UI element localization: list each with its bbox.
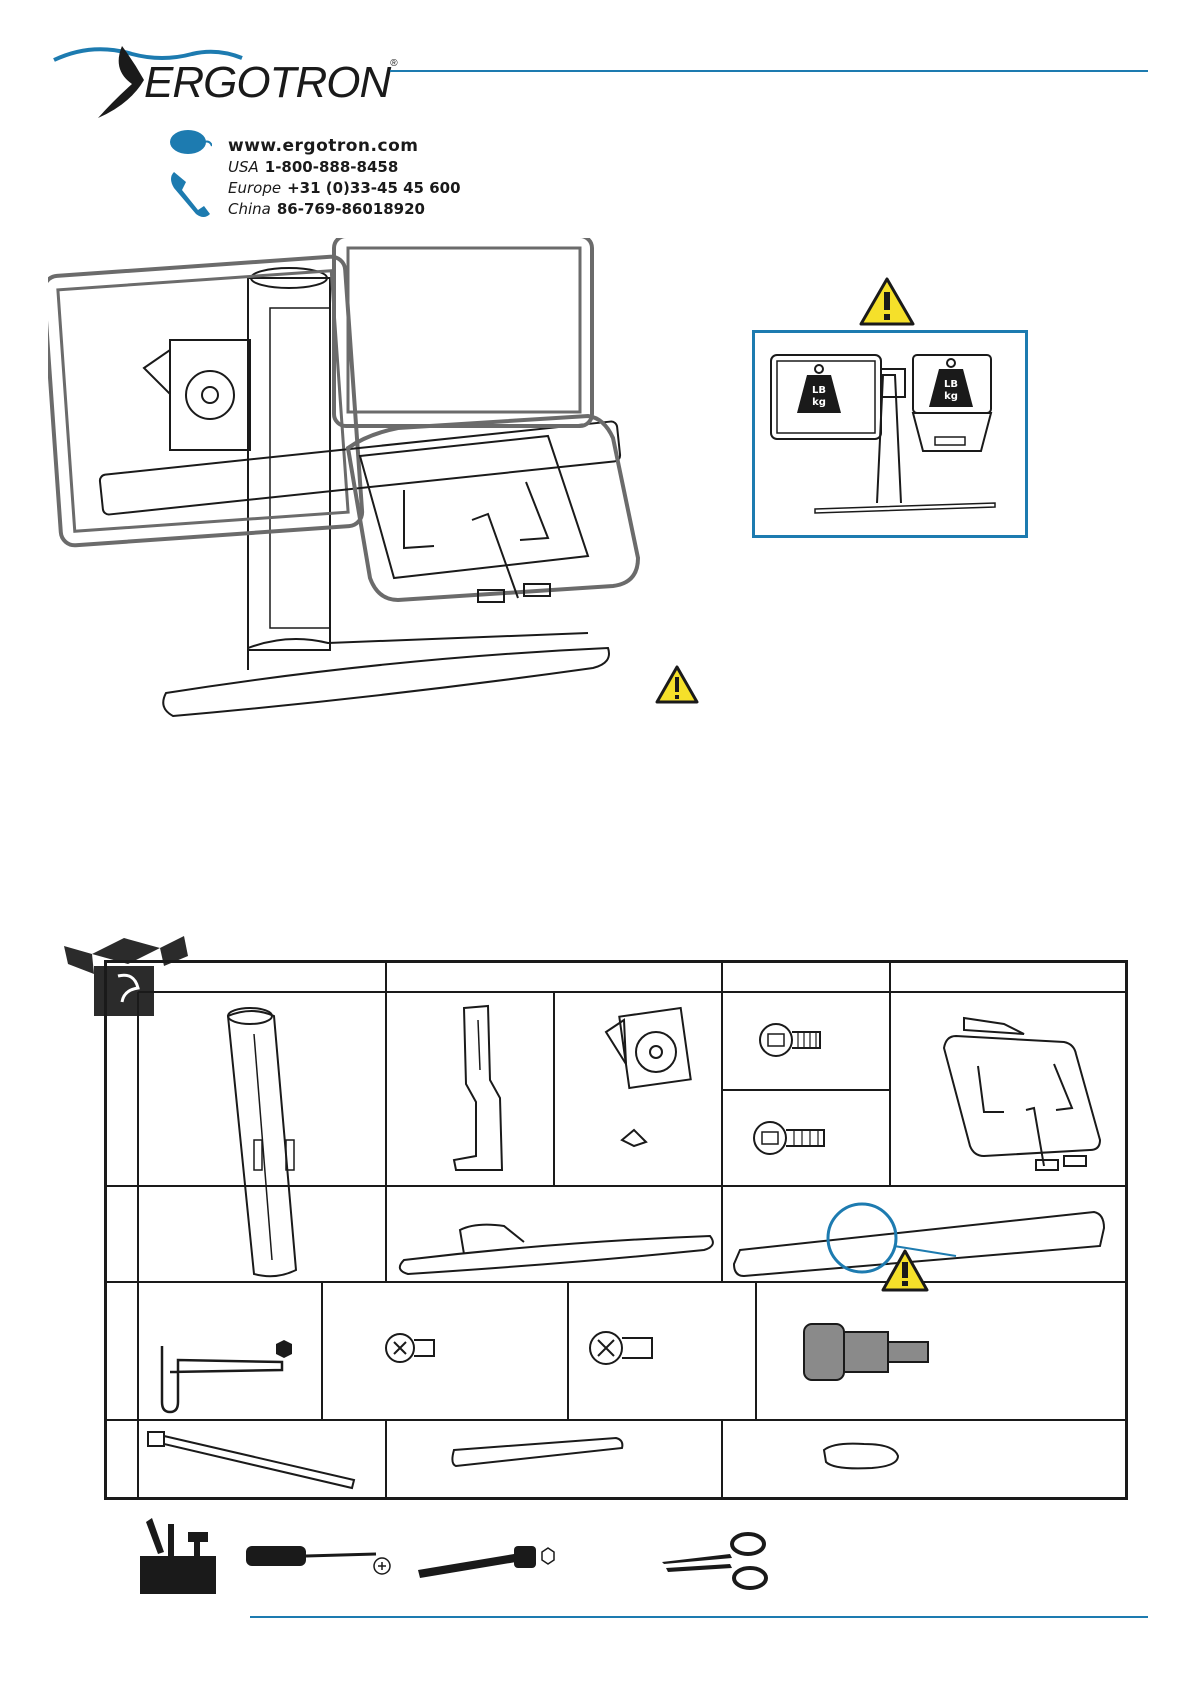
part-bracket: [454, 1006, 502, 1170]
toolbox-icon: [134, 1512, 224, 1596]
warning-icon: [858, 276, 916, 328]
phone-icon: [168, 168, 212, 224]
weight-icon: LB kg: [795, 363, 843, 415]
part-laptop-tray: [944, 1018, 1100, 1170]
weight-lb-label: LB: [795, 385, 843, 397]
phone-europe: Europe+31 (0)33-45 45 600: [228, 178, 461, 199]
part-screw: [590, 1332, 652, 1364]
part-screw: [754, 1122, 824, 1154]
parts-table: [104, 960, 1128, 1500]
part-screw: [760, 1024, 820, 1056]
mouse-icon: [168, 128, 212, 156]
part-knob: [804, 1324, 928, 1380]
part-base: [400, 1225, 713, 1274]
footer-rule: [250, 1616, 1148, 1618]
part-vesa-plate: [606, 1008, 691, 1146]
weight-lb-label: LB: [927, 379, 975, 391]
header-rule: [390, 70, 1148, 72]
scissors-icon: [660, 1530, 772, 1592]
part-pad: [824, 1444, 898, 1469]
brand-name: ERGOTRON: [144, 58, 390, 107]
weight-icon: LB kg: [927, 357, 975, 409]
website-link[interactable]: www.ergotron.com: [228, 136, 461, 157]
socket-wrench-icon: [414, 1540, 564, 1580]
product-illustration: [48, 238, 708, 728]
part-screw: [386, 1334, 434, 1362]
part-strip: [452, 1438, 622, 1466]
warning-icon: [880, 1248, 930, 1294]
registered-mark: ®: [390, 58, 396, 69]
screwdriver-icon: [246, 1536, 394, 1576]
weight-kg-label: kg: [795, 397, 843, 409]
part-pole: [228, 1008, 296, 1276]
part-cable-tie: [148, 1432, 354, 1488]
weight-capacity-box: LB kg LB kg: [752, 330, 1028, 538]
brand-logo: ERGOTRON®: [52, 40, 382, 120]
warning-icon: [654, 664, 700, 706]
part-hex-key: [162, 1340, 292, 1412]
weight-kg-label: kg: [927, 391, 975, 403]
